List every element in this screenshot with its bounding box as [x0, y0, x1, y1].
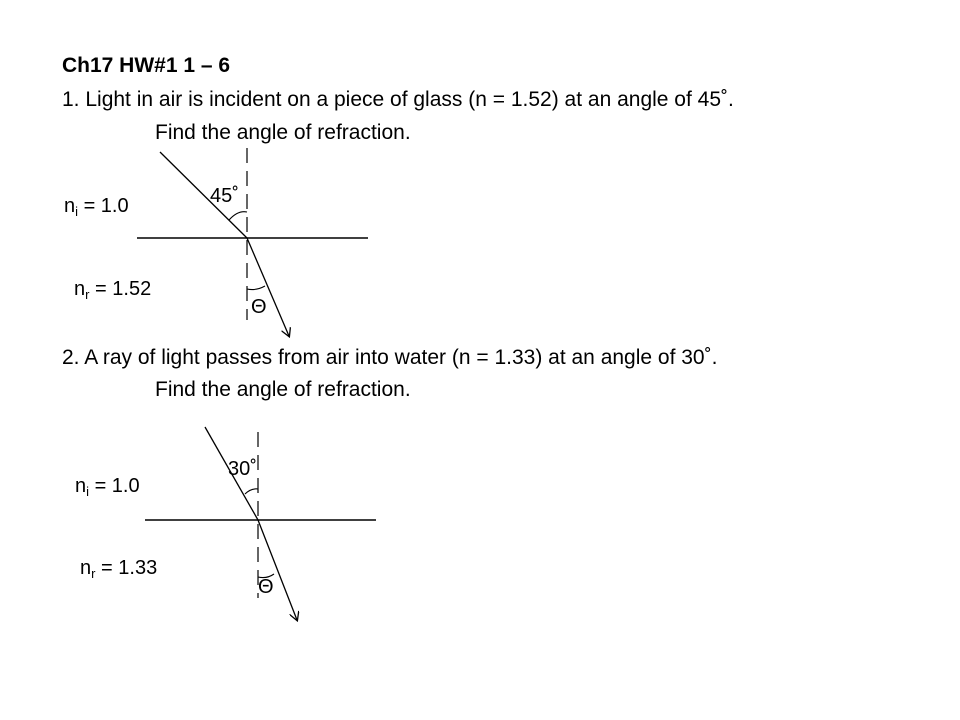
diagram-2-ni-label: ni = 1.0	[75, 475, 140, 499]
diagram-1-refracted-ray	[246, 237, 289, 336]
diagram-2-theta: Θ	[258, 576, 274, 598]
diagram-2-incidence-angle: 30˚	[228, 458, 257, 480]
diagram-1-ni-label: ni = 1.0	[64, 195, 129, 219]
page-title: Ch17 HW#1 1 – 6	[62, 54, 231, 77]
diagram-1-nr-label: nr = 1.52	[74, 278, 152, 302]
diagram-2	[145, 426, 376, 620]
diagram-1-incident-ray	[159, 151, 248, 239]
problem-2-question: Find the angle of refraction.	[155, 378, 411, 401]
diagram-1	[137, 148, 368, 336]
diagram-2-incidence-arc	[244, 488, 259, 495]
diagram-1-theta: Θ	[251, 296, 267, 318]
problem-1-statement: 1. Light in air is incident on a piece o…	[62, 88, 734, 111]
problem-1-question: Find the angle of refraction.	[155, 121, 411, 144]
diagram-2-nr-label: nr = 1.33	[80, 557, 158, 581]
problem-2-statement: 2. A ray of light passes from air into w…	[62, 346, 718, 369]
diagram-2-refracted-ray	[257, 519, 297, 620]
diagram-2-incident-ray	[204, 426, 259, 521]
diagram-1-incidence-angle: 45˚	[210, 185, 239, 207]
diagram-1-refraction-arc	[246, 285, 266, 291]
diagram-1-incidence-arc	[228, 211, 248, 221]
diagram-2-refraction-arc	[257, 573, 275, 579]
